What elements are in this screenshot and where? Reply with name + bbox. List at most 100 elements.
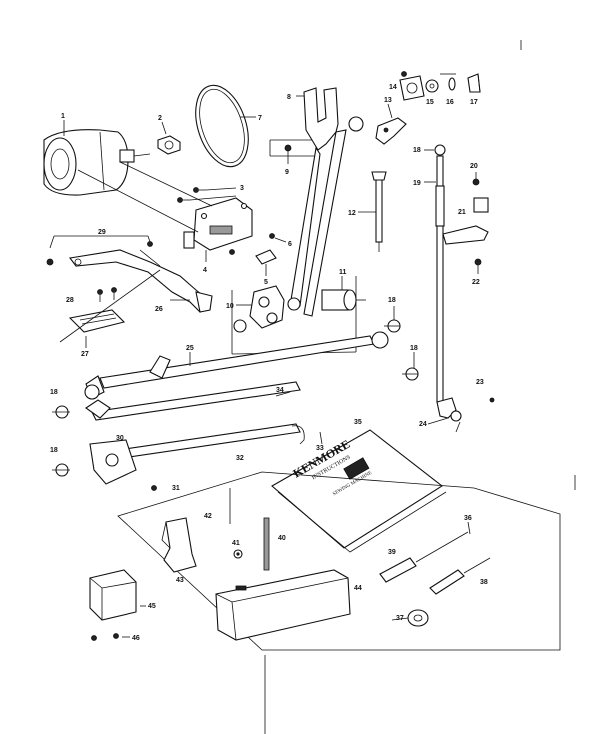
screwdriver-small bbox=[429, 557, 491, 595]
part-label: 43 bbox=[176, 577, 184, 584]
clamp bbox=[255, 249, 277, 265]
screw bbox=[284, 144, 292, 164]
part-label: 31 bbox=[172, 485, 180, 492]
control-lever bbox=[69, 249, 213, 313]
part-label: 5 bbox=[264, 279, 268, 286]
set-screw bbox=[52, 405, 70, 419]
part-label: 25 bbox=[186, 345, 194, 352]
part-label: 38 bbox=[480, 579, 488, 586]
rock-shaft bbox=[84, 381, 301, 421]
part-label: 29 bbox=[98, 229, 106, 236]
presser-foot bbox=[161, 517, 197, 573]
part-label: 18 bbox=[50, 389, 58, 396]
screw bbox=[472, 172, 480, 186]
presser-bar-guide bbox=[442, 197, 489, 245]
screw bbox=[91, 635, 97, 641]
part-label: 28 bbox=[66, 297, 74, 304]
screw bbox=[113, 633, 119, 639]
part-label: 9 bbox=[285, 169, 289, 176]
part-label: 32 bbox=[236, 455, 244, 462]
washer bbox=[233, 549, 243, 559]
part-label: 45 bbox=[148, 603, 156, 610]
part-label: 30 bbox=[116, 435, 124, 442]
part-label: 15 bbox=[426, 99, 434, 106]
part-label: 37 bbox=[396, 615, 404, 622]
part-label: 34 bbox=[276, 387, 284, 394]
screw bbox=[147, 241, 153, 247]
motor-bracket bbox=[183, 197, 253, 251]
connecting-rod bbox=[303, 116, 364, 317]
tension-assembly bbox=[399, 71, 481, 101]
nut bbox=[157, 135, 181, 155]
part-label: 12 bbox=[348, 210, 356, 217]
feed-dog bbox=[68, 309, 126, 333]
part-label: 27 bbox=[81, 351, 89, 358]
part-label: 21 bbox=[458, 209, 466, 216]
part-label: 22 bbox=[472, 279, 480, 286]
part-label: 24 bbox=[419, 421, 427, 428]
part-label: 2 bbox=[158, 115, 162, 122]
part-label: 39 bbox=[388, 549, 396, 556]
set-screw bbox=[384, 319, 401, 333]
part-label: 3 bbox=[240, 185, 244, 192]
part-label: 41 bbox=[232, 540, 240, 547]
part-label: 17 bbox=[470, 99, 478, 106]
part-label: 36 bbox=[464, 515, 472, 522]
part-label: 8 bbox=[287, 94, 291, 101]
part-label: 18 bbox=[410, 345, 418, 352]
part-label: 13 bbox=[384, 97, 392, 104]
part-label: 18 bbox=[388, 297, 396, 304]
part-label: 4 bbox=[203, 267, 207, 274]
part-label: 33 bbox=[316, 445, 324, 452]
bobbin bbox=[407, 609, 429, 627]
part-label: 20 bbox=[470, 163, 478, 170]
accessory-box bbox=[215, 569, 351, 641]
part-label: 14 bbox=[389, 84, 397, 91]
part-label: 16 bbox=[446, 99, 454, 106]
part-label: 46 bbox=[132, 635, 140, 642]
set-screw bbox=[402, 367, 419, 381]
set-screw bbox=[52, 463, 70, 477]
screw bbox=[46, 258, 54, 266]
screw bbox=[269, 233, 275, 239]
part-label: 11 bbox=[339, 269, 347, 276]
part-label: 1 bbox=[61, 113, 65, 120]
screwdriver-large bbox=[379, 531, 469, 583]
thread-guide bbox=[375, 117, 407, 145]
needle-bar bbox=[371, 171, 387, 252]
part-label: 23 bbox=[476, 379, 484, 386]
screw bbox=[489, 397, 495, 403]
crank bbox=[233, 285, 285, 333]
instruction-book: KENMORE INSTRUCTIONS SEWING MACHINE bbox=[271, 429, 447, 553]
part-label: 6 bbox=[288, 241, 292, 248]
part-label: 40 bbox=[278, 535, 286, 542]
part-label: 26 bbox=[155, 306, 163, 313]
screw bbox=[474, 258, 482, 274]
screw bbox=[177, 197, 190, 203]
screw bbox=[229, 249, 235, 255]
part-label: 18 bbox=[413, 147, 421, 154]
part-label: 42 bbox=[204, 513, 212, 520]
part-label: 35 bbox=[354, 419, 362, 426]
motor-controller bbox=[89, 569, 137, 621]
presser-foot-lifter bbox=[436, 397, 462, 422]
part-label: 19 bbox=[413, 180, 421, 187]
screwdriver-bit bbox=[263, 517, 270, 571]
part-label: 44 bbox=[354, 585, 362, 592]
presser-bar bbox=[434, 144, 446, 403]
motor bbox=[43, 129, 151, 196]
feed-rock-shaft bbox=[89, 423, 305, 485]
hook-drive bbox=[321, 289, 366, 311]
accessory-panel bbox=[117, 471, 561, 651]
screw bbox=[193, 187, 206, 193]
part-label: 10 bbox=[226, 303, 234, 310]
belt bbox=[195, 84, 249, 168]
part-label: 7 bbox=[258, 115, 262, 122]
screw bbox=[97, 289, 103, 302]
main-shaft bbox=[85, 331, 389, 399]
screw bbox=[151, 485, 157, 491]
take-up-lever bbox=[287, 87, 339, 311]
part-label: 18 bbox=[50, 447, 58, 454]
screw bbox=[111, 287, 117, 300]
